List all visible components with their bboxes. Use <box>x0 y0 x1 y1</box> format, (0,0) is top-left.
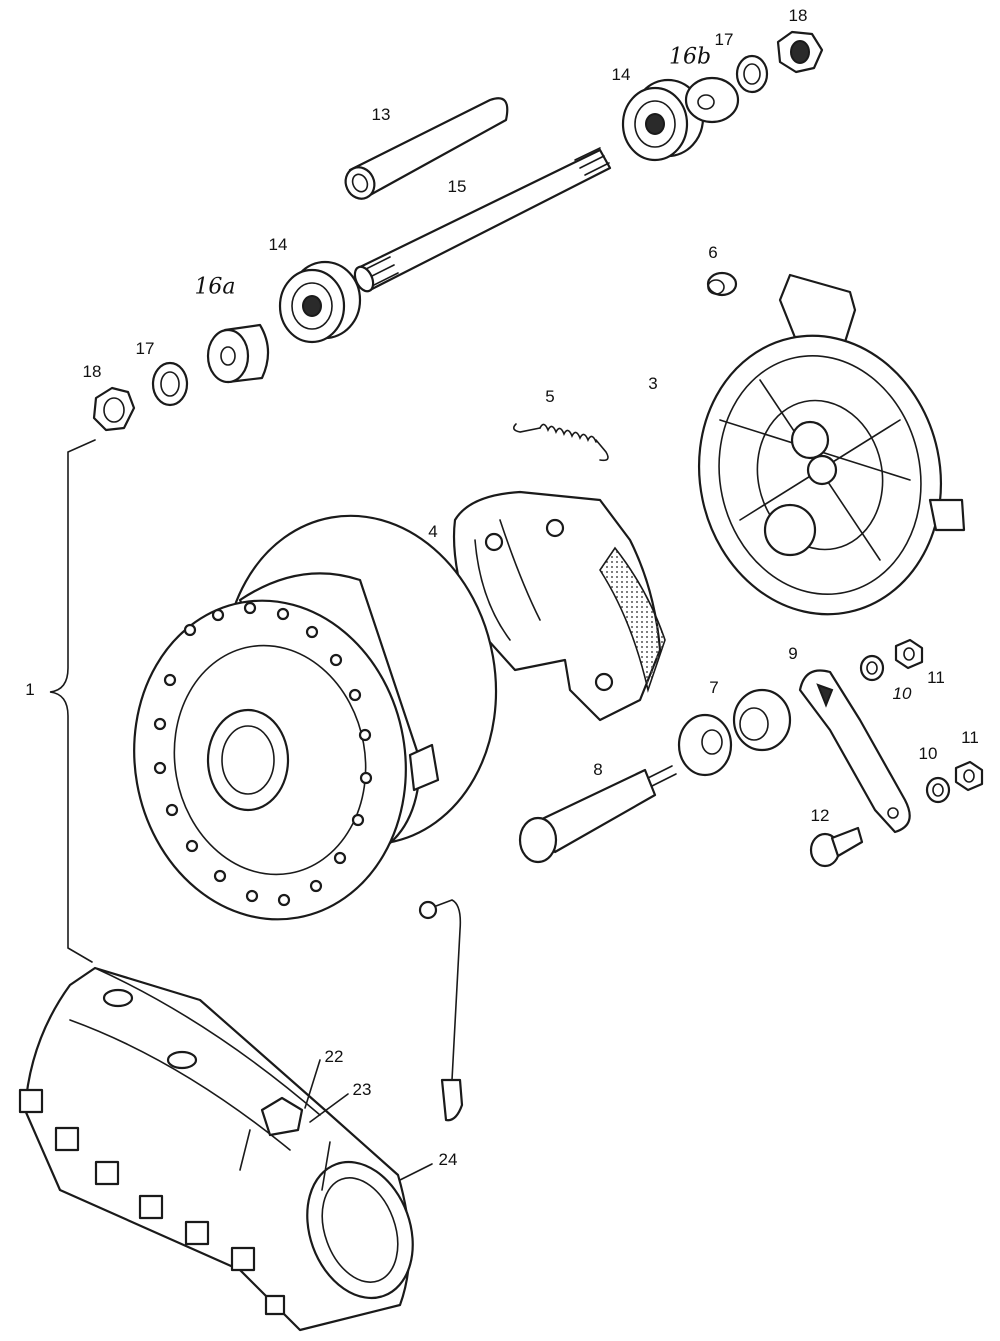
bearing-left <box>278 260 362 344</box>
callout-valve: 22 <box>324 1047 344 1066</box>
callout-spacer-16b: 16b <box>668 44 712 70</box>
callout-nut-left: 18 <box>82 362 102 381</box>
spoke <box>418 899 464 1122</box>
brake-shoes <box>452 490 666 722</box>
spacer-16a <box>206 323 270 384</box>
callout-inner-tube: 23 <box>352 1080 372 1099</box>
lever-nut-upper <box>894 638 924 670</box>
callout-bearing-right: 14 <box>611 65 631 84</box>
washer-left <box>151 361 189 407</box>
nut-left <box>92 386 136 432</box>
callout-washer-upper: 10 <box>892 684 912 703</box>
spring <box>512 423 609 462</box>
callout-washer-right: 17 <box>714 30 734 49</box>
wheel-hub <box>133 514 498 921</box>
brake-lever <box>798 669 911 834</box>
callout-spacer-tube: 13 <box>371 105 391 124</box>
callout-nut-lower: 11 <box>961 728 979 747</box>
lever-bolt <box>809 826 864 868</box>
callout-bearing-left: 14 <box>268 235 288 254</box>
tyre-section <box>18 966 414 1332</box>
nut-right <box>776 30 824 74</box>
callout-brake-plate: 3 <box>648 374 658 393</box>
callout-plug: 6 <box>708 243 718 262</box>
callout-nut-right: 18 <box>788 6 808 25</box>
callout-washer-lower: 10 <box>918 744 938 763</box>
lever-washer-lower <box>925 776 951 804</box>
spacer-tube <box>344 97 509 200</box>
cam-bushes <box>677 688 792 777</box>
callout-spring: 5 <box>545 387 555 406</box>
callout-tyre: 24 <box>438 1150 458 1169</box>
brake-cam <box>518 765 677 864</box>
axle <box>353 147 612 293</box>
callout-washer-left: 17 <box>135 339 155 358</box>
leader-lines <box>304 1059 433 1181</box>
callout-cam-bushes: 7 <box>709 678 719 697</box>
plug <box>706 271 738 297</box>
assembly-bracket <box>49 439 96 963</box>
spacer-16b <box>684 76 740 124</box>
callout-lever-bolt: 12 <box>810 806 830 825</box>
callout-axle: 15 <box>447 177 467 196</box>
callout-spacer-16a: 16a <box>194 274 236 300</box>
washer-right <box>735 54 769 94</box>
brake-plate <box>697 273 966 616</box>
callout-brake-cam: 8 <box>593 760 603 779</box>
lever-nut-lower <box>954 760 984 792</box>
callout-nut-upper: 11 <box>927 668 945 687</box>
callout-brake-lever: 9 <box>788 644 798 663</box>
lever-washer-upper <box>859 654 885 682</box>
callout-brake-shoes: 4 <box>428 522 438 541</box>
callout-hub-assembly: 1 <box>25 680 35 699</box>
